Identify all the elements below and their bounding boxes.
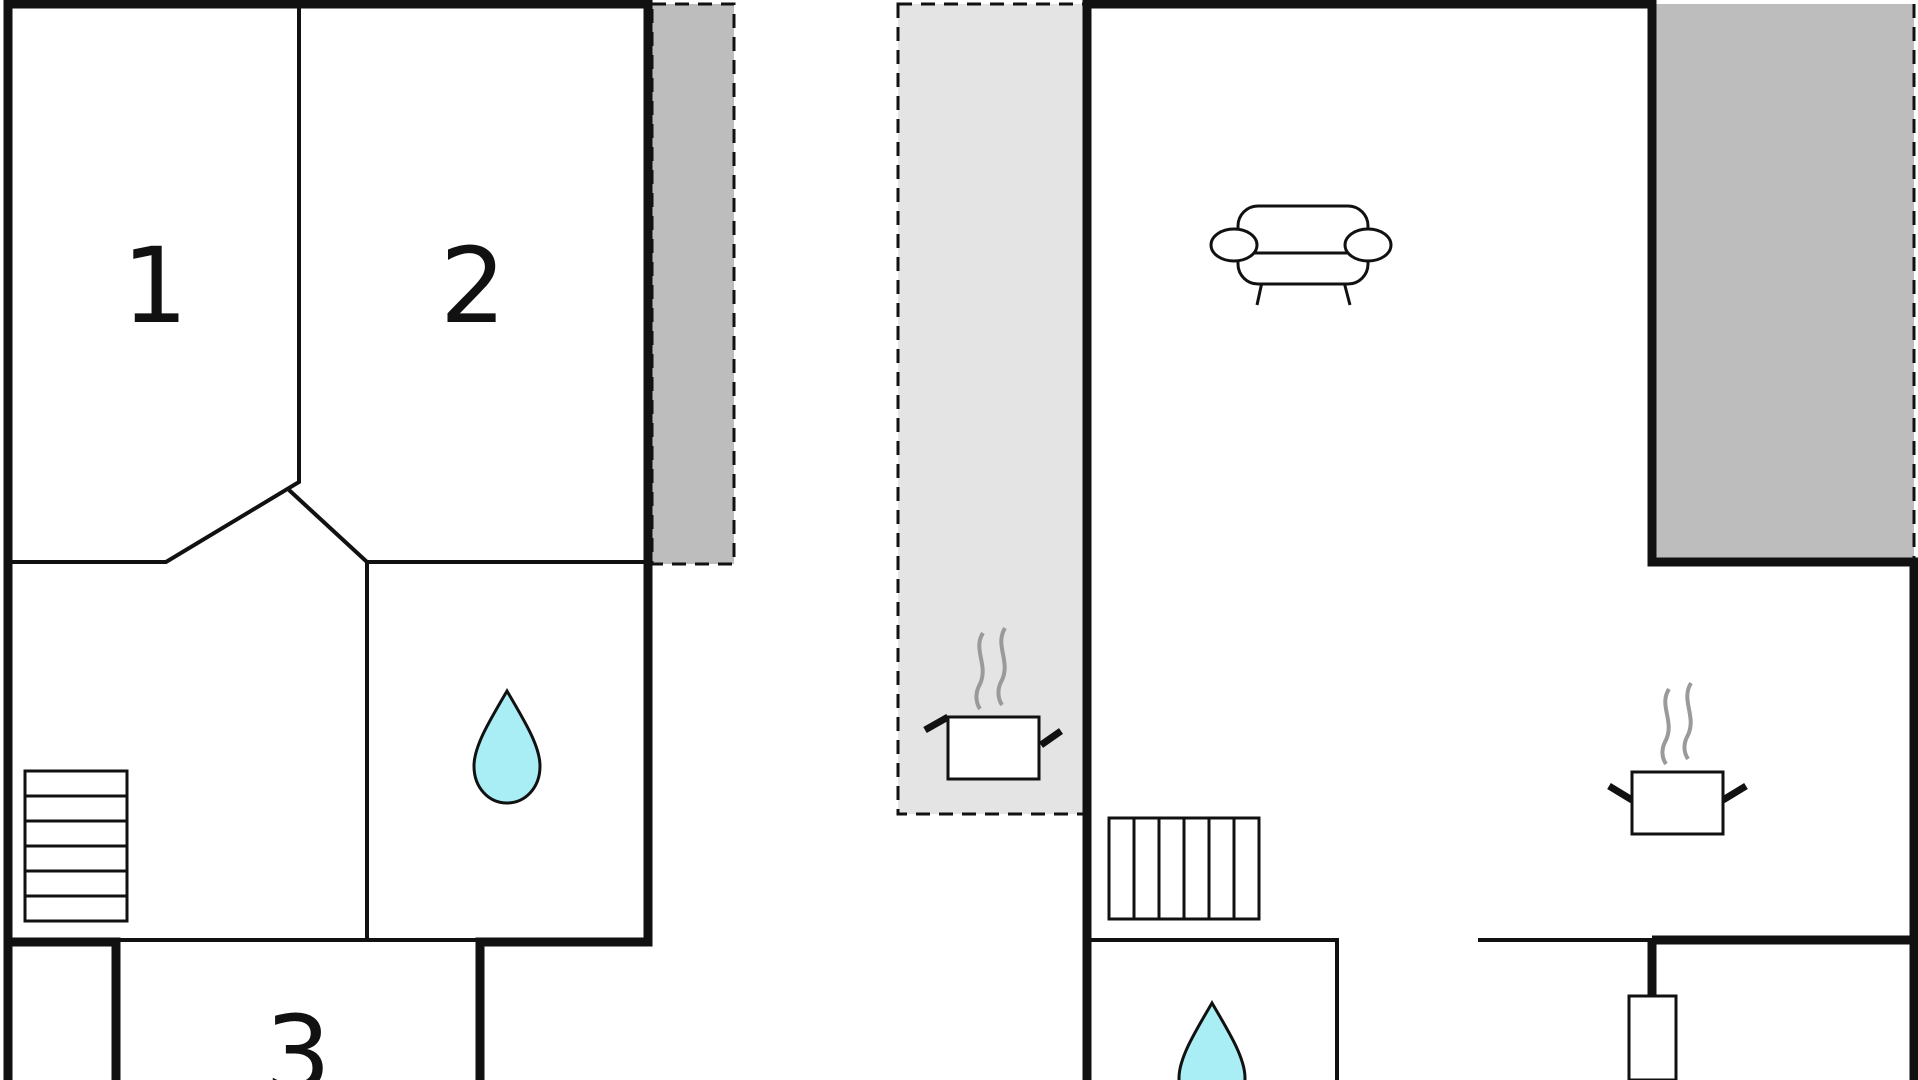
kitchen-pot-icon bbox=[1607, 681, 1748, 836]
interior-wall bbox=[1087, 938, 1339, 1080]
interior-wall bbox=[8, 4, 301, 564]
left-building: 1 2 3 bbox=[3, 0, 736, 1080]
stairs-icon bbox=[23, 769, 129, 923]
room-label-1: 1 bbox=[122, 225, 188, 347]
radiator-icon bbox=[1107, 816, 1261, 921]
terrace-area bbox=[650, 2, 736, 566]
interior-wall bbox=[287, 488, 648, 564]
outer-wall bbox=[1082, 0, 1918, 1080]
right-building bbox=[896, 0, 1918, 1080]
terrace-area-light bbox=[896, 2, 1086, 816]
sofa-icon bbox=[1209, 204, 1393, 306]
column bbox=[1627, 994, 1678, 1080]
outer-wall bbox=[3, 0, 653, 1080]
outer-wall-lower-left bbox=[8, 937, 121, 1080]
outer-wall-lower-right bbox=[1647, 935, 1914, 996]
room-label-3: 3 bbox=[265, 993, 331, 1080]
terrace-area-dark bbox=[1652, 4, 1914, 564]
bathroom-drop-icon bbox=[472, 688, 542, 805]
bathroom-drop-icon bbox=[1177, 1000, 1247, 1080]
kitchen-pot-icon bbox=[923, 626, 1064, 781]
room-label-2: 2 bbox=[440, 225, 506, 347]
